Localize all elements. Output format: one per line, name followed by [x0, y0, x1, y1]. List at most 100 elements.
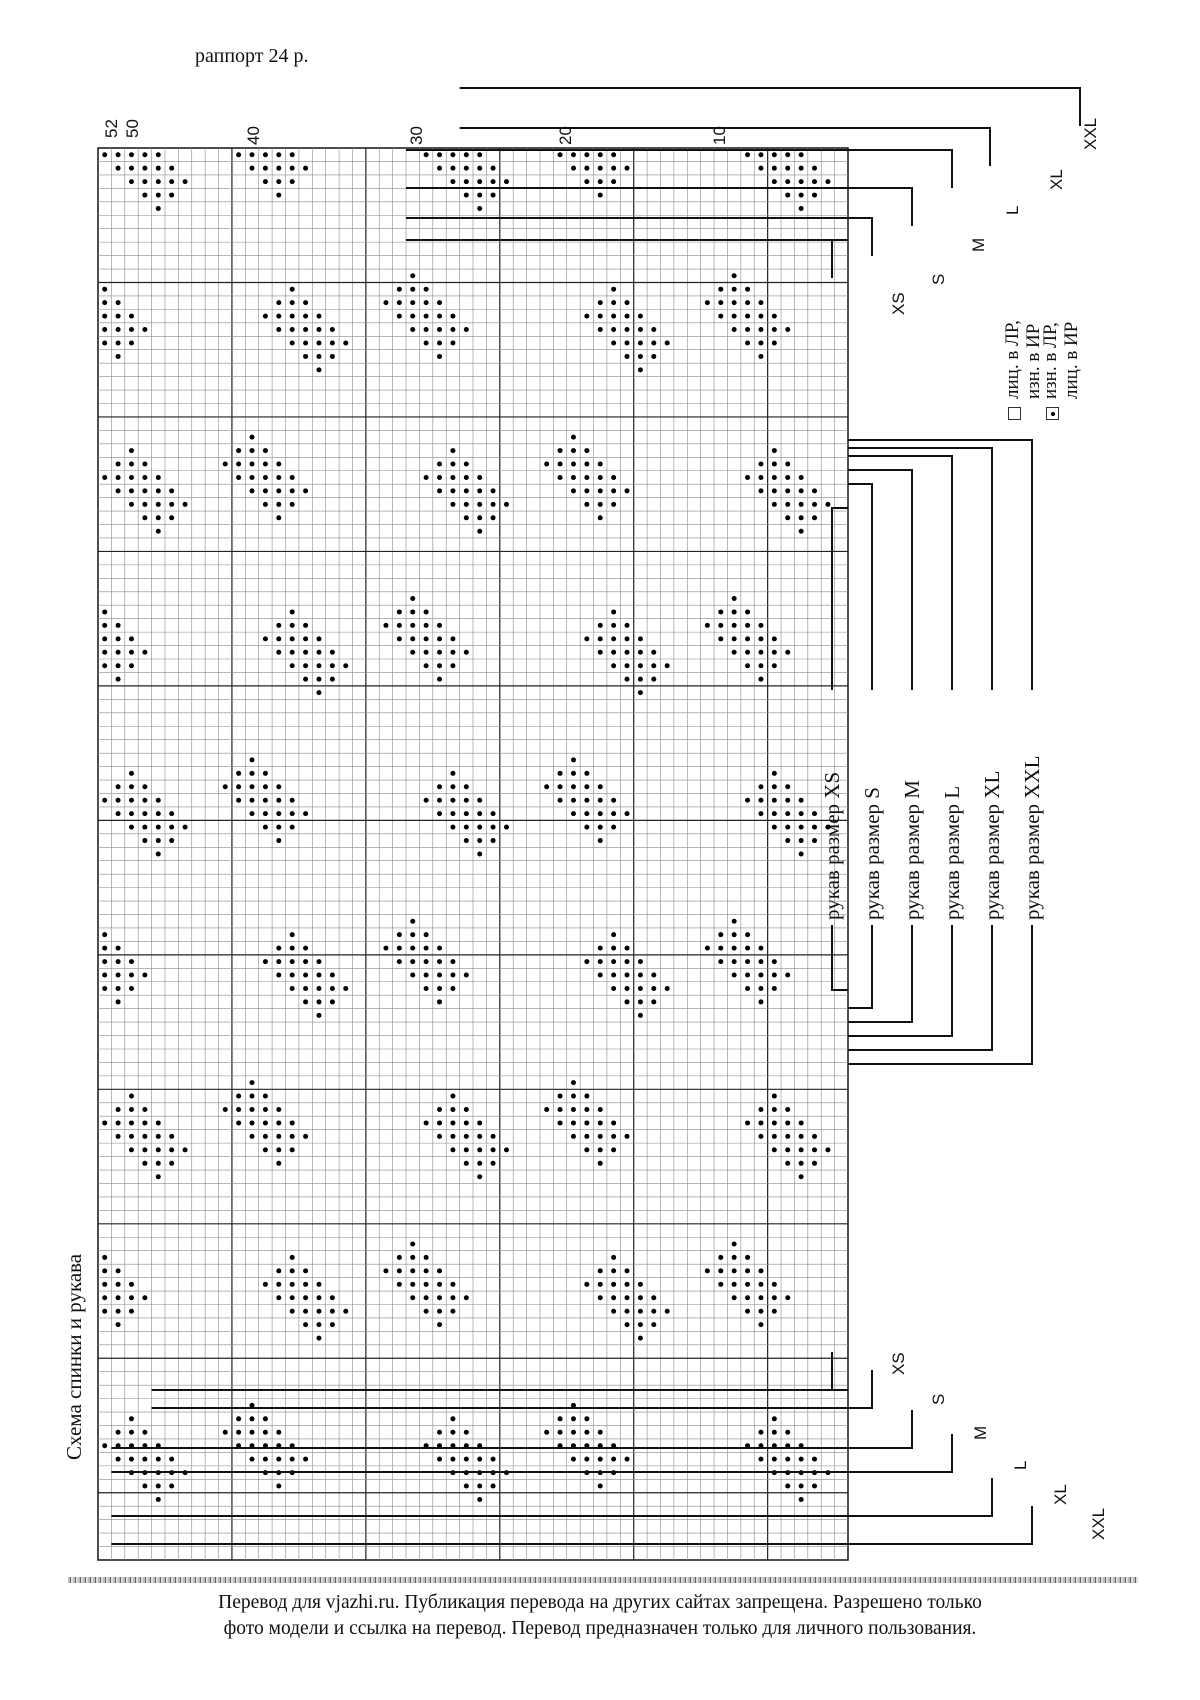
- bottom-size-line: [151, 1352, 848, 1391]
- stitch-dot: [128, 1120, 134, 1126]
- stitch-dot: [316, 353, 322, 359]
- stitch-dot: [142, 515, 148, 521]
- stitch-dot: [128, 448, 134, 454]
- stitch-dot: [745, 663, 751, 669]
- stitch-dot: [115, 1295, 121, 1301]
- stitch-dot: [718, 609, 724, 615]
- stitch-dot: [758, 784, 764, 790]
- stitch-dot: [383, 622, 389, 628]
- stitch-dot: [262, 165, 268, 171]
- stitch-dot: [276, 811, 282, 817]
- stitch-dot: [557, 461, 563, 467]
- stitch-dot: [276, 327, 282, 333]
- stitch-dot: [437, 1295, 443, 1301]
- stitch-dot: [477, 1160, 483, 1166]
- stitch-dot: [785, 649, 791, 655]
- stitch-dot: [611, 609, 617, 615]
- stitch-dot: [289, 985, 295, 991]
- stitch-dot: [155, 1483, 161, 1489]
- stitch-dot: [477, 515, 483, 521]
- stitch-dot: [637, 367, 643, 373]
- stitch-dot: [490, 192, 496, 198]
- stitch-dot: [637, 340, 643, 346]
- stitch-dot: [557, 1093, 563, 1099]
- stitch-dot: [731, 1254, 737, 1260]
- sleeve-lower-line: [848, 925, 913, 1023]
- stitch-dot: [289, 1456, 295, 1462]
- stitch-dot: [477, 1147, 483, 1153]
- stitch-dot: [115, 1281, 121, 1287]
- stitch-dot: [289, 1295, 295, 1301]
- stitch-dot: [423, 1308, 429, 1314]
- stitch-dot: [758, 327, 764, 333]
- stitch-dot: [450, 1093, 456, 1099]
- stitch-dot: [745, 649, 751, 655]
- stitch-dot: [798, 528, 804, 534]
- stitch-dot: [169, 515, 175, 521]
- stitch-dot: [102, 1295, 108, 1301]
- stitch-dot: [437, 999, 443, 1005]
- stitch-dot: [128, 1107, 134, 1113]
- sleeve-size-label: рукав размер S: [860, 787, 884, 920]
- stitch-dot: [450, 770, 456, 776]
- stitch-dot: [262, 811, 268, 817]
- stitch-dot: [437, 340, 443, 346]
- stitch-dot: [664, 340, 670, 346]
- stitch-dot: [396, 636, 402, 642]
- stitch-dot: [289, 474, 295, 480]
- stitch-dot: [262, 770, 268, 776]
- stitch-dot: [557, 797, 563, 803]
- stitch-dot: [785, 1295, 791, 1301]
- stitch-dot: [785, 797, 791, 803]
- stitch-dot: [155, 851, 161, 857]
- stitch-dot: [731, 1281, 737, 1287]
- stitch-dot: [785, 1456, 791, 1462]
- stitch-dot: [785, 972, 791, 978]
- stitch-dot: [597, 501, 603, 507]
- stitch-dot: [597, 959, 603, 965]
- stitch-dot: [128, 501, 134, 507]
- stitch-dot: [155, 515, 161, 521]
- stitch-dot: [570, 1443, 576, 1449]
- stitch-dot: [102, 959, 108, 965]
- stitch-dot: [597, 327, 603, 333]
- stitch-dot: [798, 811, 804, 817]
- stitch-dot: [128, 461, 134, 467]
- stitch-dot: [450, 1456, 456, 1462]
- stitch-dot: [303, 622, 309, 628]
- stitch-dot: [597, 838, 603, 844]
- stitch-dot: [128, 488, 134, 494]
- stitch-dot: [102, 152, 108, 158]
- stitch-dot: [704, 300, 710, 306]
- stitch-dot: [785, 824, 791, 830]
- stitch-dot: [758, 959, 764, 965]
- stitch-dot: [289, 1268, 295, 1274]
- chart-size-lines: [111, 87, 1081, 1545]
- stitch-dot: [503, 1147, 509, 1153]
- stitch-dot: [182, 1147, 188, 1153]
- stitch-dot: [276, 622, 282, 628]
- stitch-dot: [128, 165, 134, 171]
- stitch-dot: [450, 1295, 456, 1301]
- stitch-dot: [812, 1147, 818, 1153]
- stitch-dot: [115, 1308, 121, 1314]
- stitch-dot: [597, 945, 603, 951]
- stitch-dot: [289, 501, 295, 507]
- stitch-dot: [289, 663, 295, 669]
- stitch-dot: [276, 313, 282, 319]
- stitch-dot: [637, 999, 643, 1005]
- size-label-top: XS: [889, 292, 908, 315]
- stitch-dot: [236, 797, 242, 803]
- stitch-dot: [222, 461, 228, 467]
- stitch-dot: [745, 1268, 751, 1274]
- stitch-dot: [249, 1429, 255, 1435]
- stitch-dot: [437, 622, 443, 628]
- stitch-dot: [142, 1456, 148, 1462]
- stitch-dot: [102, 649, 108, 655]
- stitch-dot: [128, 1093, 134, 1099]
- stitch-dot: [249, 474, 255, 480]
- stitch-dot: [410, 959, 416, 965]
- stitch-dot: [597, 461, 603, 467]
- stitch-dot: [128, 972, 134, 978]
- stitch-dot: [262, 1416, 268, 1422]
